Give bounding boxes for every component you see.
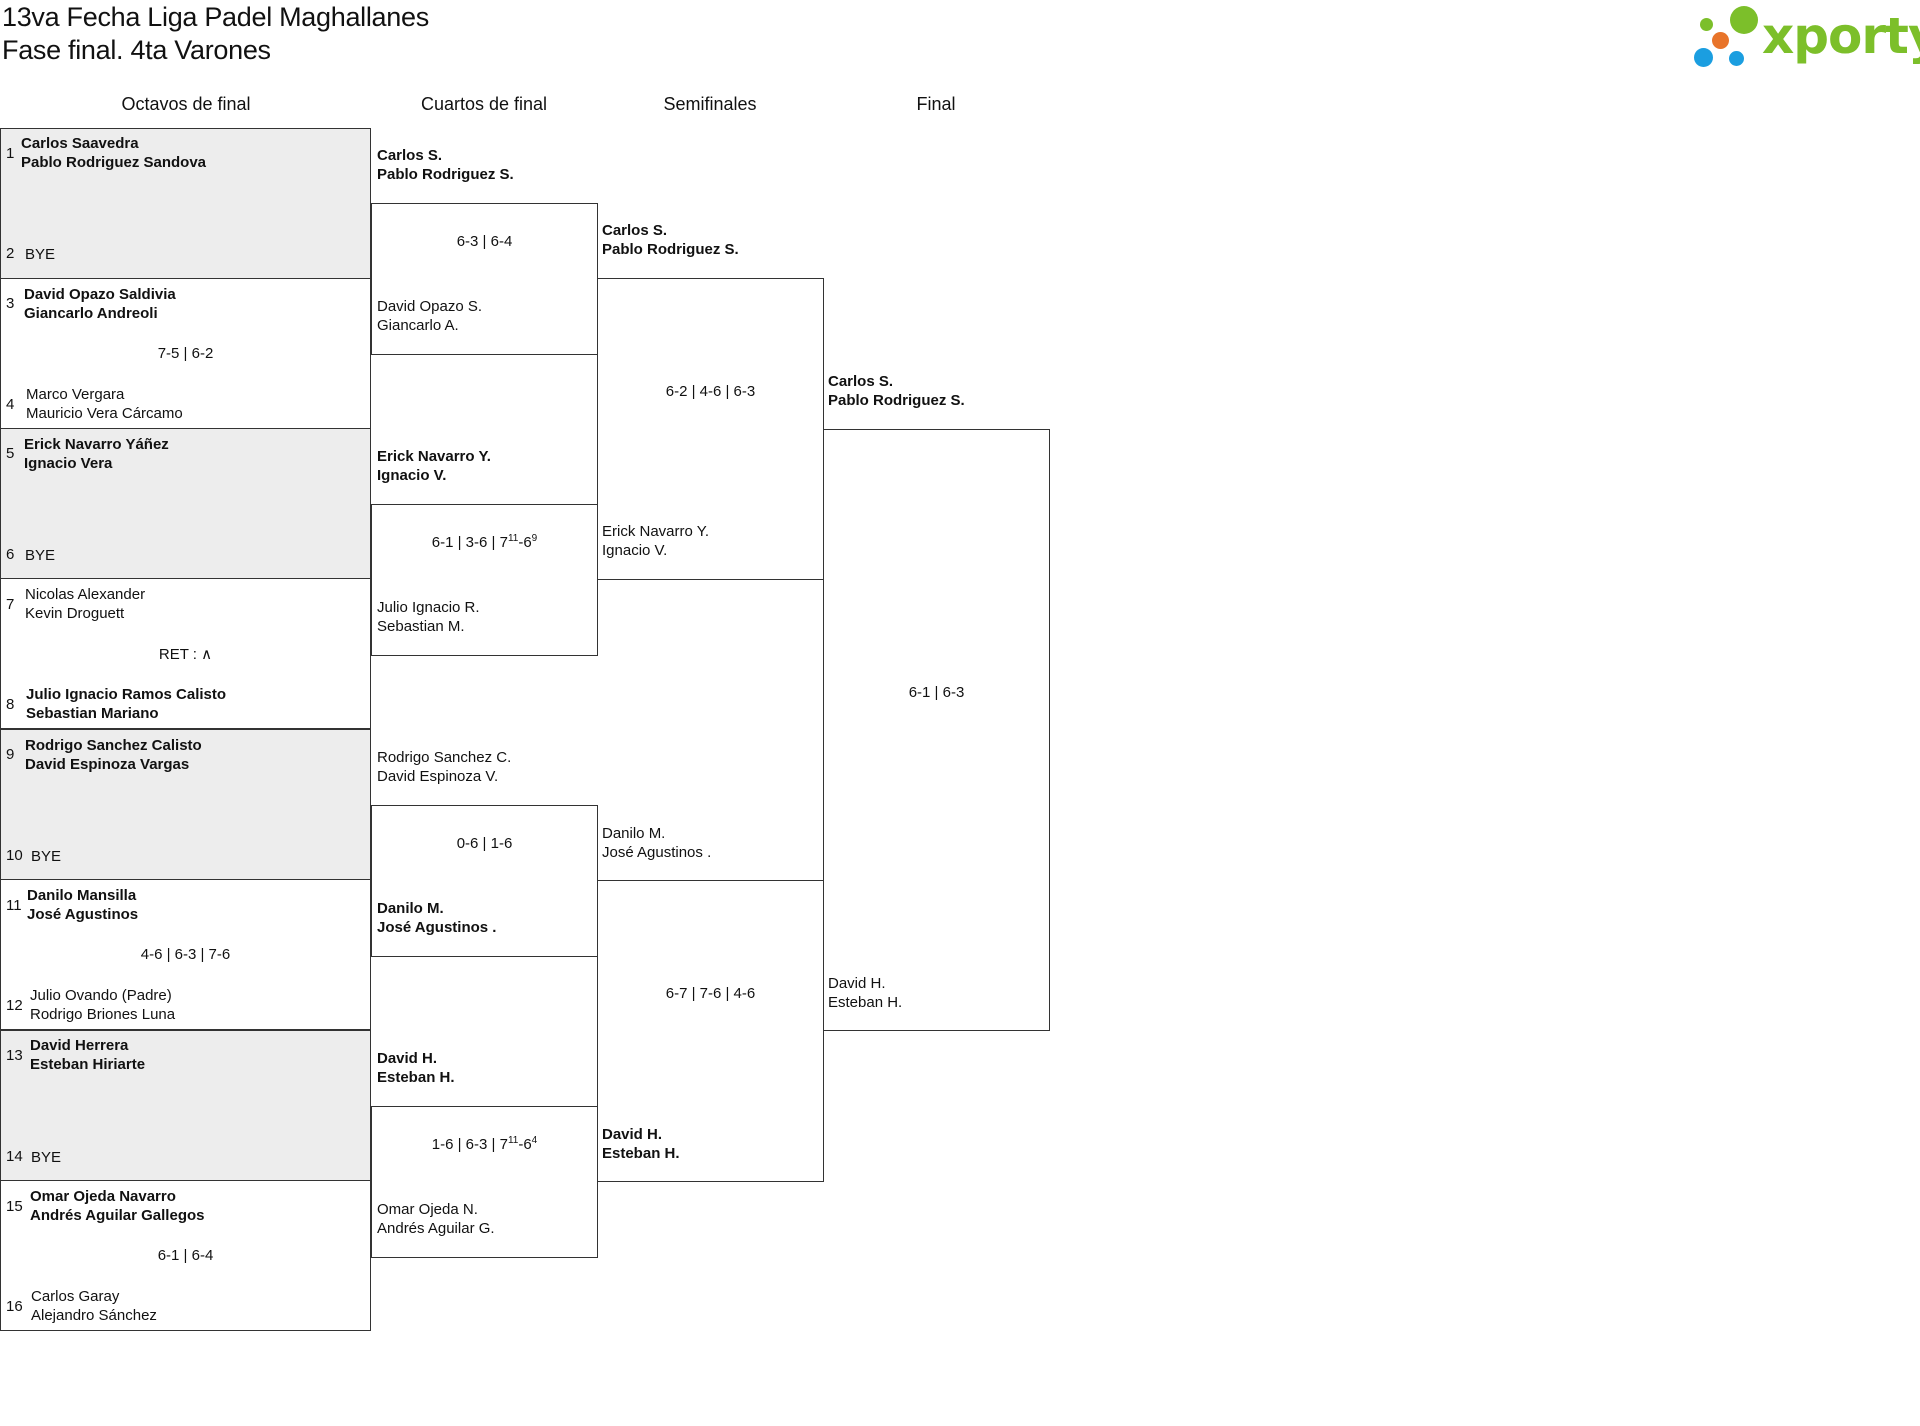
logo-dot-green bbox=[1730, 6, 1758, 34]
qf-match-box bbox=[371, 504, 598, 656]
qf-team-b: Danilo M.José Agustinos . bbox=[377, 900, 497, 936]
match-score: 7-5 | 6-2 bbox=[157, 345, 214, 362]
seed-number: 11 bbox=[6, 897, 22, 914]
sf-team-b: Erick Navarro Y.Ignacio V. bbox=[602, 523, 709, 559]
logo-dot-green-small bbox=[1700, 18, 1713, 31]
qf-team-a: Carlos S.Pablo Rodriguez S. bbox=[377, 147, 514, 183]
r16-match-box bbox=[0, 128, 371, 279]
qf-team-a: Rodrigo Sanchez C.David Espinoza V. bbox=[377, 749, 512, 785]
seed-number: 6 bbox=[6, 546, 15, 563]
seed-number: 2 bbox=[6, 245, 15, 262]
match-score: 0-6 | 1-6 bbox=[456, 835, 513, 852]
final-team-a: Carlos S.Pablo Rodriguez S. bbox=[828, 373, 965, 409]
match-score: 6-1 | 3-6 | 711-69 bbox=[431, 533, 538, 551]
team-b: BYE bbox=[31, 848, 62, 865]
round-header-octavos: Octavos de final bbox=[121, 94, 251, 114]
sf-team-b: David H.Esteban H. bbox=[602, 1126, 680, 1162]
qf-team-b: Julio Ignacio R.Sebastian M. bbox=[377, 599, 480, 635]
r16-match-box bbox=[0, 578, 371, 729]
round-header-cuartos: Cuartos de final bbox=[420, 94, 548, 114]
round-header-final: Final bbox=[916, 94, 956, 114]
seed-number: 9 bbox=[6, 746, 15, 763]
logo-dot-blue bbox=[1694, 48, 1713, 67]
seed-number: 10 bbox=[6, 847, 23, 864]
qf-team-a: Erick Navarro Y.Ignacio V. bbox=[377, 448, 491, 484]
seed-number: 13 bbox=[6, 1047, 23, 1064]
r16-match-box bbox=[0, 879, 371, 1030]
match-score: 6-7 | 7-6 | 4-6 bbox=[665, 985, 756, 1002]
round-header-semifinales: Semifinales bbox=[663, 94, 757, 114]
seed-number: 14 bbox=[6, 1148, 23, 1165]
team-b: BYE bbox=[25, 246, 56, 263]
seed-number: 16 bbox=[6, 1298, 23, 1315]
match-score: 6-3 | 6-4 bbox=[456, 233, 513, 250]
seed-number: 12 bbox=[6, 997, 23, 1014]
r16-match-box bbox=[0, 428, 371, 579]
qf-team-a: David H.Esteban H. bbox=[377, 1050, 455, 1086]
team-b: Julio Ovando (Padre)Rodrigo Briones Luna bbox=[30, 987, 176, 1023]
logo-wordmark: xporty bbox=[1762, 7, 1920, 65]
r16-match-box bbox=[0, 1180, 371, 1331]
seed-number: 5 bbox=[6, 445, 15, 462]
qf-match-box bbox=[371, 1106, 598, 1258]
match-score: 6-2 | 4-6 | 6-3 bbox=[665, 383, 756, 400]
match-score: RET : ∧ bbox=[158, 646, 213, 663]
qf-team-b: Omar Ojeda N.Andrés Aguilar G. bbox=[377, 1201, 495, 1237]
team-b: BYE bbox=[31, 1149, 62, 1166]
match-score: 6-1 | 6-4 bbox=[157, 1247, 214, 1264]
xporty-logo: xporty bbox=[1694, 4, 1920, 68]
page-title: 13va Fecha Liga Padel Maghallanes bbox=[2, 2, 429, 32]
final-team-b: David H.Esteban H. bbox=[828, 975, 903, 1011]
final-match-box bbox=[823, 429, 1050, 1031]
logo-dot-orange bbox=[1712, 32, 1729, 49]
sf-team-a: Carlos S.Pablo Rodriguez S. bbox=[602, 222, 739, 258]
sf-match-box bbox=[597, 880, 824, 1182]
seed-number: 8 bbox=[6, 696, 15, 713]
team-b: BYE bbox=[25, 547, 56, 564]
sf-team-a: Danilo M.José Agustinos . bbox=[602, 825, 712, 861]
seed-number: 7 bbox=[6, 596, 15, 613]
seed-number: 3 bbox=[6, 295, 15, 312]
r16-match-box bbox=[0, 729, 371, 880]
logo-dot-blue-small bbox=[1729, 51, 1744, 66]
match-score: 1-6 | 6-3 | 711-64 bbox=[431, 1135, 538, 1153]
page-subtitle: Fase final. 4ta Varones bbox=[2, 35, 271, 65]
r16-match-box bbox=[0, 1030, 371, 1181]
qf-team-b: David Opazo S.Giancarlo A. bbox=[377, 298, 483, 334]
seed-number: 4 bbox=[6, 396, 15, 413]
match-score: 4-6 | 6-3 | 7-6 bbox=[140, 946, 231, 963]
seed-number: 15 bbox=[6, 1198, 23, 1215]
seed-number: 1 bbox=[6, 145, 15, 162]
match-score: 6-1 | 6-3 bbox=[908, 684, 965, 701]
